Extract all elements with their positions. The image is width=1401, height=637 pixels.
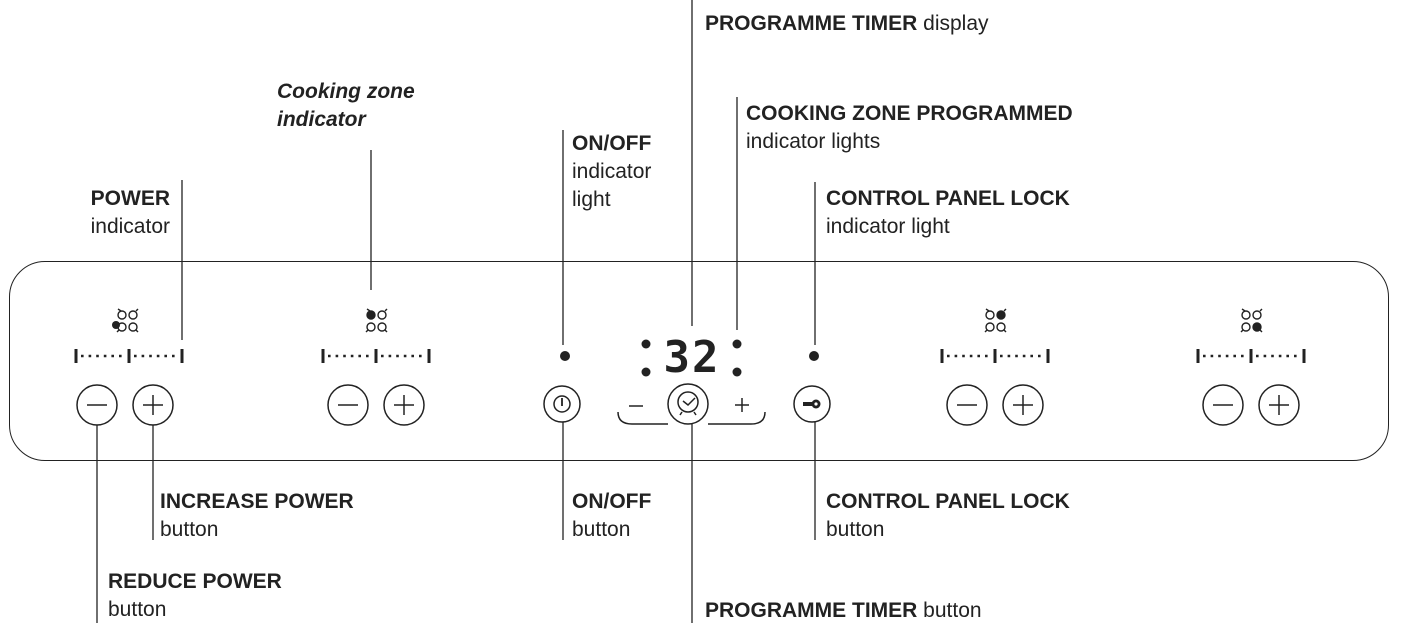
power-indicator-bar <box>74 347 184 365</box>
control-panel-lock-button-label: CONTROL PANEL LOCK button <box>826 490 1070 541</box>
cooking-zone-indicator-label: Cooking zone indicator <box>277 80 415 131</box>
increase-power-button[interactable] <box>1002 384 1044 426</box>
programme-timer-button[interactable] <box>667 383 709 425</box>
increase-power-button-label: INCREASE POWER button <box>160 490 354 541</box>
control-panel-lock-indicator-light <box>809 351 819 361</box>
onoff-indicator-light <box>560 351 570 361</box>
programme-timer-display: 32 <box>641 332 742 383</box>
zone-2 <box>321 308 431 426</box>
control-panel <box>9 261 1389 461</box>
leader-lines <box>96 0 816 623</box>
zone-2-active-dot <box>367 311 375 319</box>
reduce-power-button[interactable] <box>76 384 118 426</box>
plus-icon <box>1013 395 1033 415</box>
control-panel-lock-indicator-label: CONTROL PANEL LOCK indicator light <box>826 187 1070 238</box>
timer-digits: 32 <box>664 332 721 383</box>
programme-timer-button-label: PROGRAMME TIMER button <box>705 599 982 622</box>
power-indicator-bar <box>321 347 431 365</box>
increase-power-button[interactable] <box>1258 384 1300 426</box>
plus-icon <box>143 395 163 415</box>
zone-3-active-dot <box>997 311 1005 319</box>
zone-programmed-light <box>641 367 651 377</box>
onoff-button-label: ON/OFF button <box>572 490 652 541</box>
power-indicator-bar <box>1196 347 1306 365</box>
plus-icon <box>1269 395 1289 415</box>
power-icon <box>553 395 571 413</box>
zone-programmed-light <box>641 339 651 349</box>
cooking-zone-programmed-label: COOKING ZONE PROGRAMMED indicator lights <box>746 102 1073 153</box>
zone-4-active-dot <box>1253 323 1261 331</box>
reduce-power-button[interactable] <box>327 384 369 426</box>
zone-programmed-light <box>732 367 742 377</box>
onoff-button[interactable] <box>543 385 581 423</box>
plus-icon <box>394 395 414 415</box>
cooking-zones-icon <box>116 308 139 333</box>
reduce-power-button[interactable] <box>946 384 988 426</box>
increase-power-button[interactable] <box>383 384 425 426</box>
reduce-power-button[interactable] <box>1202 384 1244 426</box>
reduce-power-button-label: REDUCE POWER button <box>108 570 282 621</box>
zone-1-active-dot <box>112 321 120 329</box>
plus-icon[interactable] <box>735 398 749 412</box>
clock-icon <box>677 391 699 416</box>
zone-4 <box>1196 308 1306 426</box>
power-indicator-label: POWER indicator <box>90 187 170 238</box>
increase-power-button[interactable] <box>132 384 174 426</box>
zone-1 <box>74 308 184 426</box>
power-indicator-bar <box>940 347 1050 365</box>
key-icon <box>803 399 821 409</box>
programme-timer-control <box>617 383 766 425</box>
zone-programmed-light <box>732 339 742 349</box>
programme-timer-display-label: PROGRAMME TIMER display <box>705 12 989 35</box>
control-panel-lock-button[interactable] <box>793 385 831 423</box>
zone-3 <box>940 308 1050 426</box>
onoff-indicator-label: ON/OFF indicator light <box>572 132 652 211</box>
